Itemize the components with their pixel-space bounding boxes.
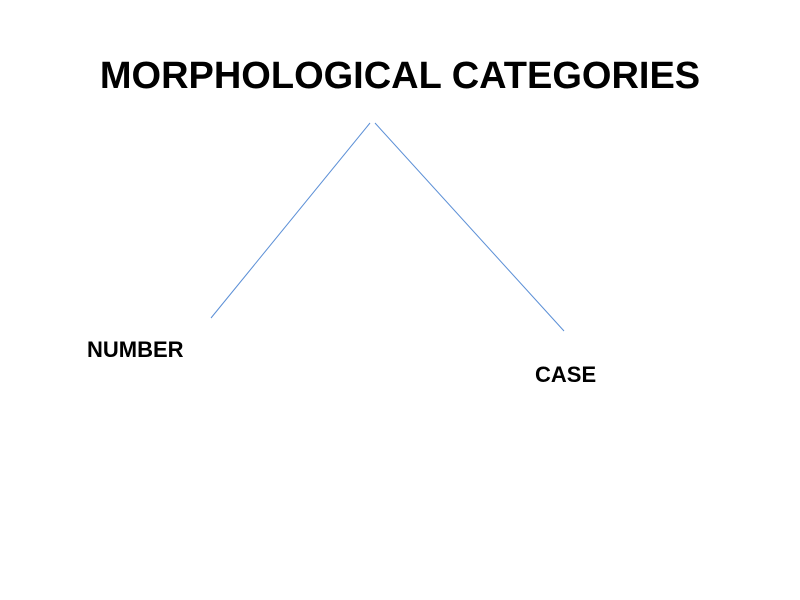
node-case-label: CASE (535, 362, 597, 387)
connector-line-number (210, 122, 371, 319)
diagram-title: MORPHOLOGICAL CATEGORIES (99, 55, 701, 97)
connector-line-case (374, 122, 565, 332)
node-number-label: NUMBER (87, 337, 184, 362)
